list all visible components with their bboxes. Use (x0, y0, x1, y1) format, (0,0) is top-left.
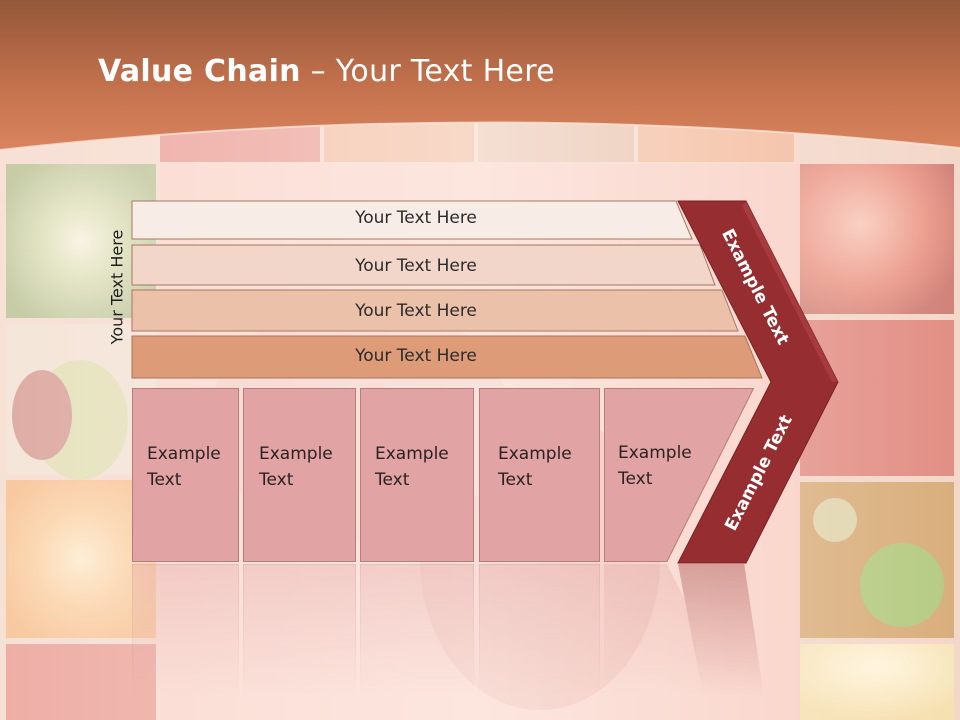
example-cell-2: Example Text (243, 388, 356, 562)
row-label-2: Your Text Here (355, 256, 477, 276)
diagram-reflection (132, 564, 842, 720)
row-label-1: Your Text Here (355, 208, 477, 228)
example-cell-5-text: Example Text (618, 443, 692, 489)
row-bar-3 (131, 289, 739, 332)
row-bar-1 (131, 200, 693, 240)
example-cell-3-text: Example Text (375, 444, 449, 490)
slide-title: Value Chain – Your Text Here (98, 54, 555, 89)
example-cell-2-text: Example Text (259, 444, 333, 490)
row-label-4: Your Text Here (355, 346, 477, 366)
chevron-arrow-highlight (742, 201, 838, 382)
example-cell-1-text: Example Text (147, 444, 221, 490)
example-cell-4: Example Text (479, 388, 600, 562)
side-label-text: Your Text Here (107, 229, 127, 345)
row-label-3: Your Text Here (355, 301, 477, 321)
example-cell-3: Example Text (360, 388, 474, 562)
example-cell-4-text: Example Text (498, 444, 572, 490)
title-rest: – Your Text Here (300, 54, 555, 89)
example-cell-1: Example Text (132, 388, 239, 562)
row-bar-2 (131, 244, 716, 286)
row-bar-4 (131, 335, 763, 379)
title-bold: Value Chain (98, 54, 301, 89)
example-cell-5-border (604, 388, 754, 562)
